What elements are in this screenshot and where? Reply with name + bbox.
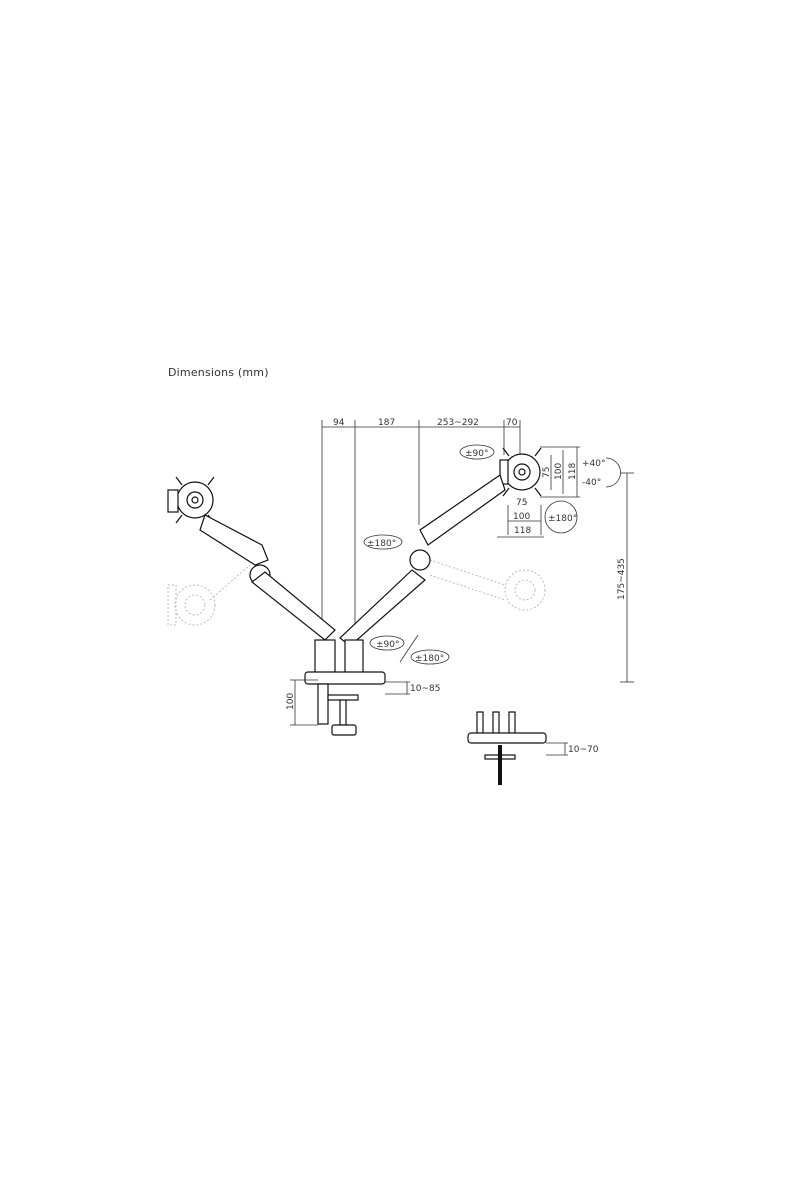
vesa-dimension-lines (497, 446, 580, 538)
grommet-mount (467, 711, 568, 785)
angle-base-180: ±180° (415, 654, 444, 664)
vesa-v75: 75 (542, 467, 552, 478)
clamp-dimension-lines (290, 679, 410, 726)
angle-tilt-up: +40° (582, 459, 606, 469)
vesa-v118: 118 (568, 463, 578, 480)
ghost-right-monitor (429, 559, 546, 611)
ghost-left-monitor (167, 564, 251, 626)
dim-10-70: 10~70 (568, 745, 599, 755)
left-upper-arm (199, 514, 271, 586)
dim-175-435: 175~435 (617, 558, 627, 600)
vesa-h118: 118 (514, 526, 531, 536)
top-dimension-line (321, 420, 521, 640)
clamp-base (304, 671, 386, 736)
dim-10-85: 10~85 (410, 684, 440, 694)
page-title: Dimensions (mm) (168, 366, 269, 379)
dim-clamp-100: 100 (286, 693, 296, 710)
angle-head-90: ±90° (465, 449, 489, 459)
vesa-h75: 75 (516, 498, 527, 508)
tilt-arc (605, 457, 621, 488)
right-upper-arm (409, 474, 506, 571)
angle-head-180: ±180° (548, 514, 577, 524)
angle-tilt-down: -40° (582, 478, 601, 488)
dim-94: 94 (333, 418, 345, 428)
left-vesa-plate (167, 476, 215, 524)
vesa-h100: 100 (513, 512, 530, 522)
height-range-line (620, 472, 634, 683)
vesa-v100: 100 (554, 463, 564, 480)
dim-70: 70 (506, 418, 518, 428)
right-vesa-plate (499, 447, 542, 497)
dim-187: 187 (378, 418, 395, 428)
right-lower-arm (339, 569, 426, 647)
left-lower-arm (251, 571, 336, 641)
center-pole (314, 639, 364, 676)
angle-base-90: ±90° (376, 640, 400, 650)
angle-arm-180: ±180° (367, 539, 396, 549)
dim-253-292: 253~292 (437, 418, 479, 428)
rotation-arrows (363, 444, 578, 665)
